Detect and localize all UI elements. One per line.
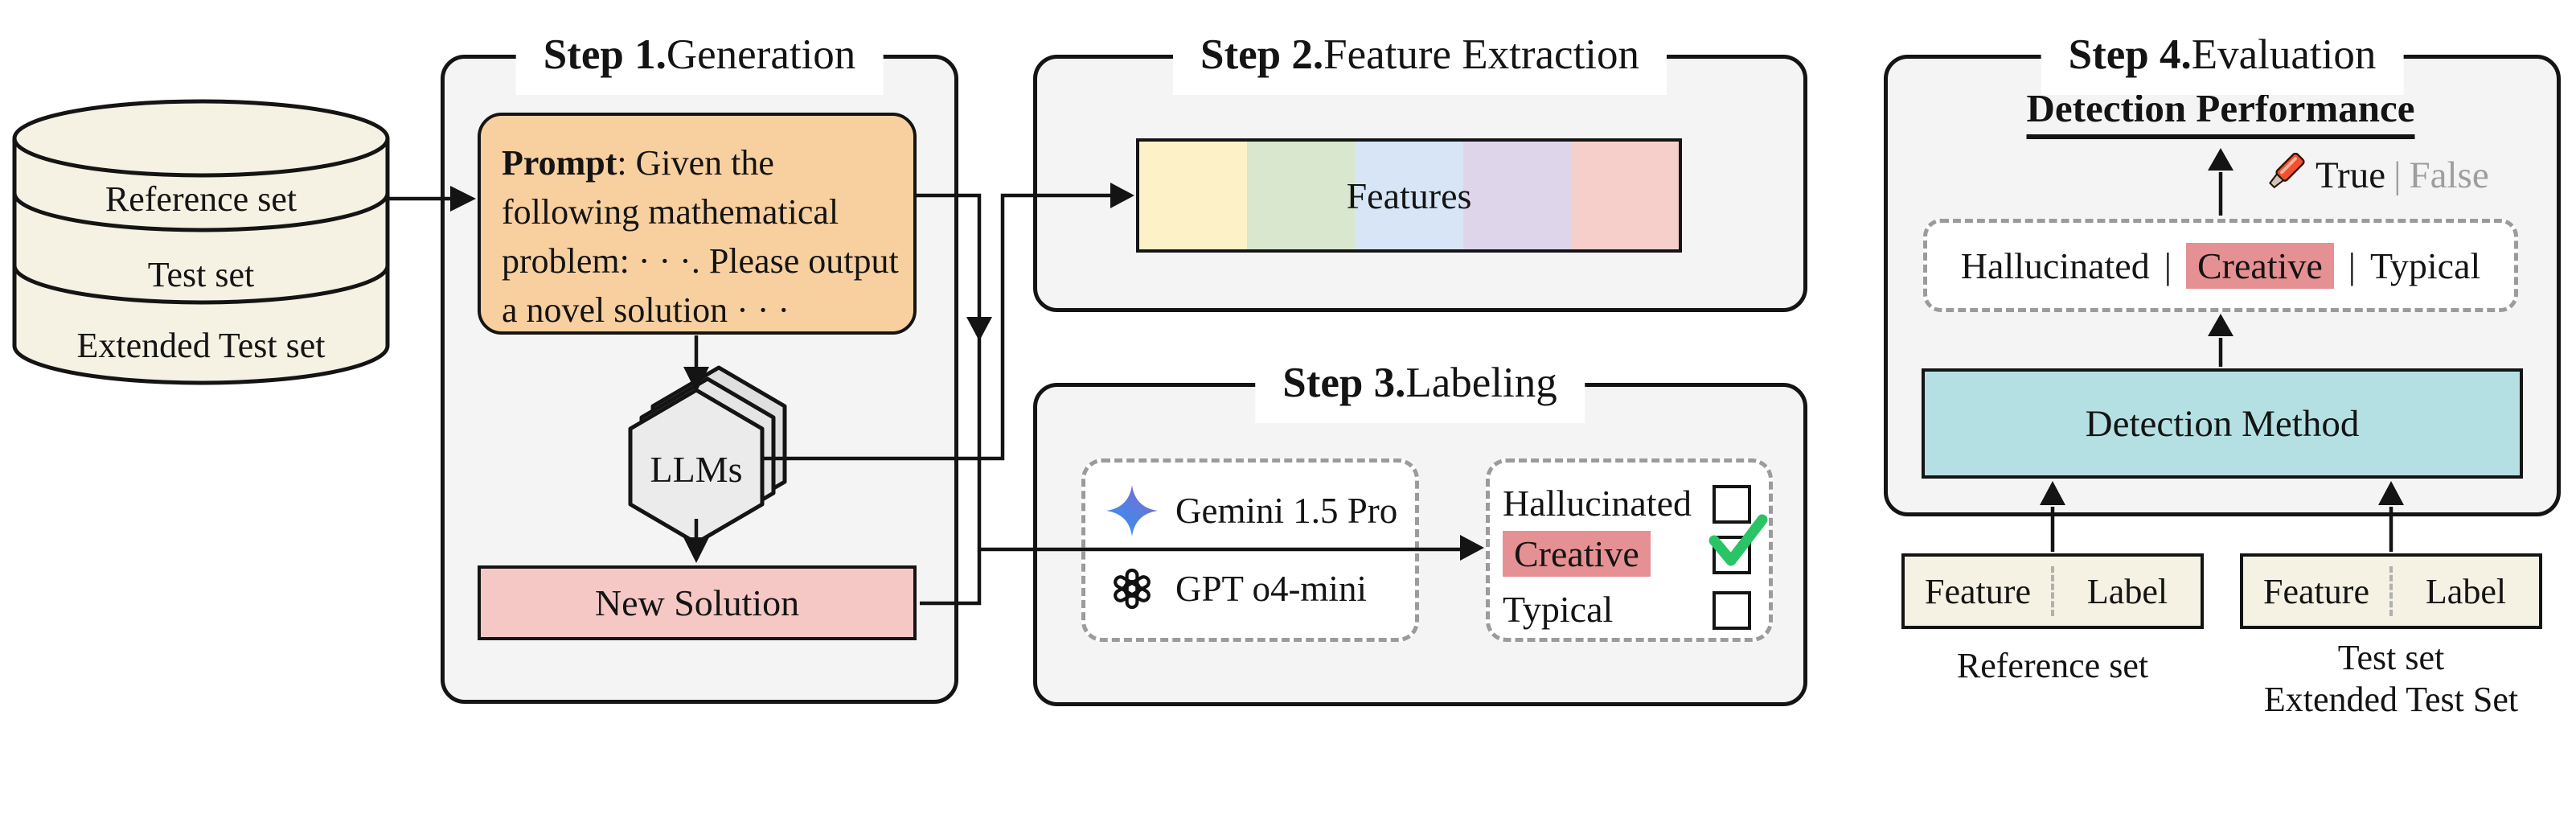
- prediction-options-box: Hallucinated | Creative | Typical: [1923, 219, 2518, 312]
- judge-row-gpt: GPT o4-mini: [1106, 561, 1367, 617]
- features-bar: Features: [1136, 138, 1682, 253]
- label-options-box: Hallucinated Creative Typical: [1486, 458, 1773, 642]
- feature-segment-3: [1355, 142, 1463, 249]
- step4-title-rest: Evaluation: [2191, 31, 2377, 78]
- prompt-keyword: Prompt: [502, 143, 617, 183]
- prediction-separator-1: |: [2164, 245, 2172, 286]
- database-item-test-set: Test set: [147, 255, 255, 294]
- test-dataset-divider: [2389, 566, 2393, 616]
- llms-label: LLMs: [650, 449, 743, 490]
- step2-title: Step 2. Feature Extraction: [1172, 14, 1667, 95]
- openai-logo-icon: [1114, 568, 1151, 610]
- prompt-line1: Prompt: Given the: [502, 143, 774, 183]
- step1-title: Step 1. Generation: [515, 14, 884, 95]
- reference-dataset-divider: [2051, 566, 2054, 616]
- test-label-cell: Label: [2425, 571, 2507, 611]
- prompt-line3: problem: · · ·. Please output: [502, 241, 899, 281]
- checkbox-creative[interactable]: [1713, 536, 1751, 574]
- database-item-extended-test-set: Extended Test set: [76, 326, 326, 365]
- reference-dataset-box: Feature Label: [1901, 553, 2204, 629]
- new-solution-box: New Solution: [478, 565, 917, 640]
- prompt-box: Prompt: Given the following mathematical…: [478, 113, 917, 335]
- prediction-creative: Creative: [2185, 242, 2334, 289]
- true-false-separator: |: [2393, 154, 2402, 196]
- prompt-line2: following mathematical: [502, 192, 839, 232]
- step4-title-bold: Step 4.: [2068, 31, 2192, 78]
- test-set-caption: Test set Extended Test Set: [2263, 638, 2519, 719]
- checkbox-typical[interactable]: [1713, 591, 1751, 630]
- prompt-line4: a novel solution · · ·: [502, 290, 790, 330]
- true-false-annotation: True | False: [2262, 153, 2489, 198]
- prediction-separator-2: |: [2348, 245, 2356, 286]
- step3-title-rest: Labeling: [1405, 360, 1557, 406]
- reference-set-caption: Reference set: [1956, 646, 2149, 685]
- marker-pen-icon: [2269, 153, 2305, 189]
- test-feature-cell: Feature: [2263, 571, 2369, 611]
- true-label: True: [2316, 154, 2386, 196]
- reference-label-cell: Label: [2086, 571, 2168, 611]
- option-label-hallucinated: Hallucinated: [1503, 482, 1692, 524]
- checkbox-hallucinated[interactable]: [1713, 485, 1751, 524]
- prediction-hallucinated: Hallucinated: [1960, 245, 2150, 286]
- judge-row-gemini: Gemini 1.5 Pro: [1106, 483, 1397, 539]
- judge-name-gemini: Gemini 1.5 Pro: [1175, 491, 1398, 531]
- gemini-star-icon: [1106, 485, 1158, 536]
- reference-feature-cell: Feature: [1925, 571, 2031, 611]
- database-item-reference-set: Reference set: [105, 179, 297, 219]
- step3-title-bold: Step 3.: [1282, 360, 1406, 406]
- judge-models-box: Gemini 1.5 Pro GPT o4-mini: [1081, 458, 1419, 642]
- feature-segment-2: [1247, 142, 1356, 249]
- step2-title-rest: Feature Extraction: [1323, 31, 1640, 78]
- feature-segment-4: [1462, 142, 1571, 249]
- false-label: False: [2409, 154, 2489, 196]
- step2-title-bold: Step 2.: [1200, 31, 1324, 78]
- features-label: Features: [1346, 175, 1472, 216]
- arrowhead-mid-down: [966, 317, 992, 341]
- step1-title-rest: Generation: [666, 31, 856, 78]
- prediction-typical: Typical: [2369, 245, 2481, 286]
- step3-title: Step 3. Labeling: [1255, 343, 1585, 423]
- step4-title: Step 4. Evaluation: [2041, 14, 2404, 95]
- step1-title-bold: Step 1.: [543, 31, 667, 78]
- test-dataset-box: Feature Label: [2240, 553, 2542, 629]
- option-label-typical: Typical: [1503, 588, 1614, 630]
- option-label-creative: Creative: [1503, 530, 1651, 577]
- feature-segment-5: [1570, 142, 1680, 249]
- feature-segment-1: [1139, 142, 1248, 249]
- judge-name-gpt: GPT o4-mini: [1175, 569, 1367, 609]
- detection-method-box: Detection Method: [1922, 368, 2523, 479]
